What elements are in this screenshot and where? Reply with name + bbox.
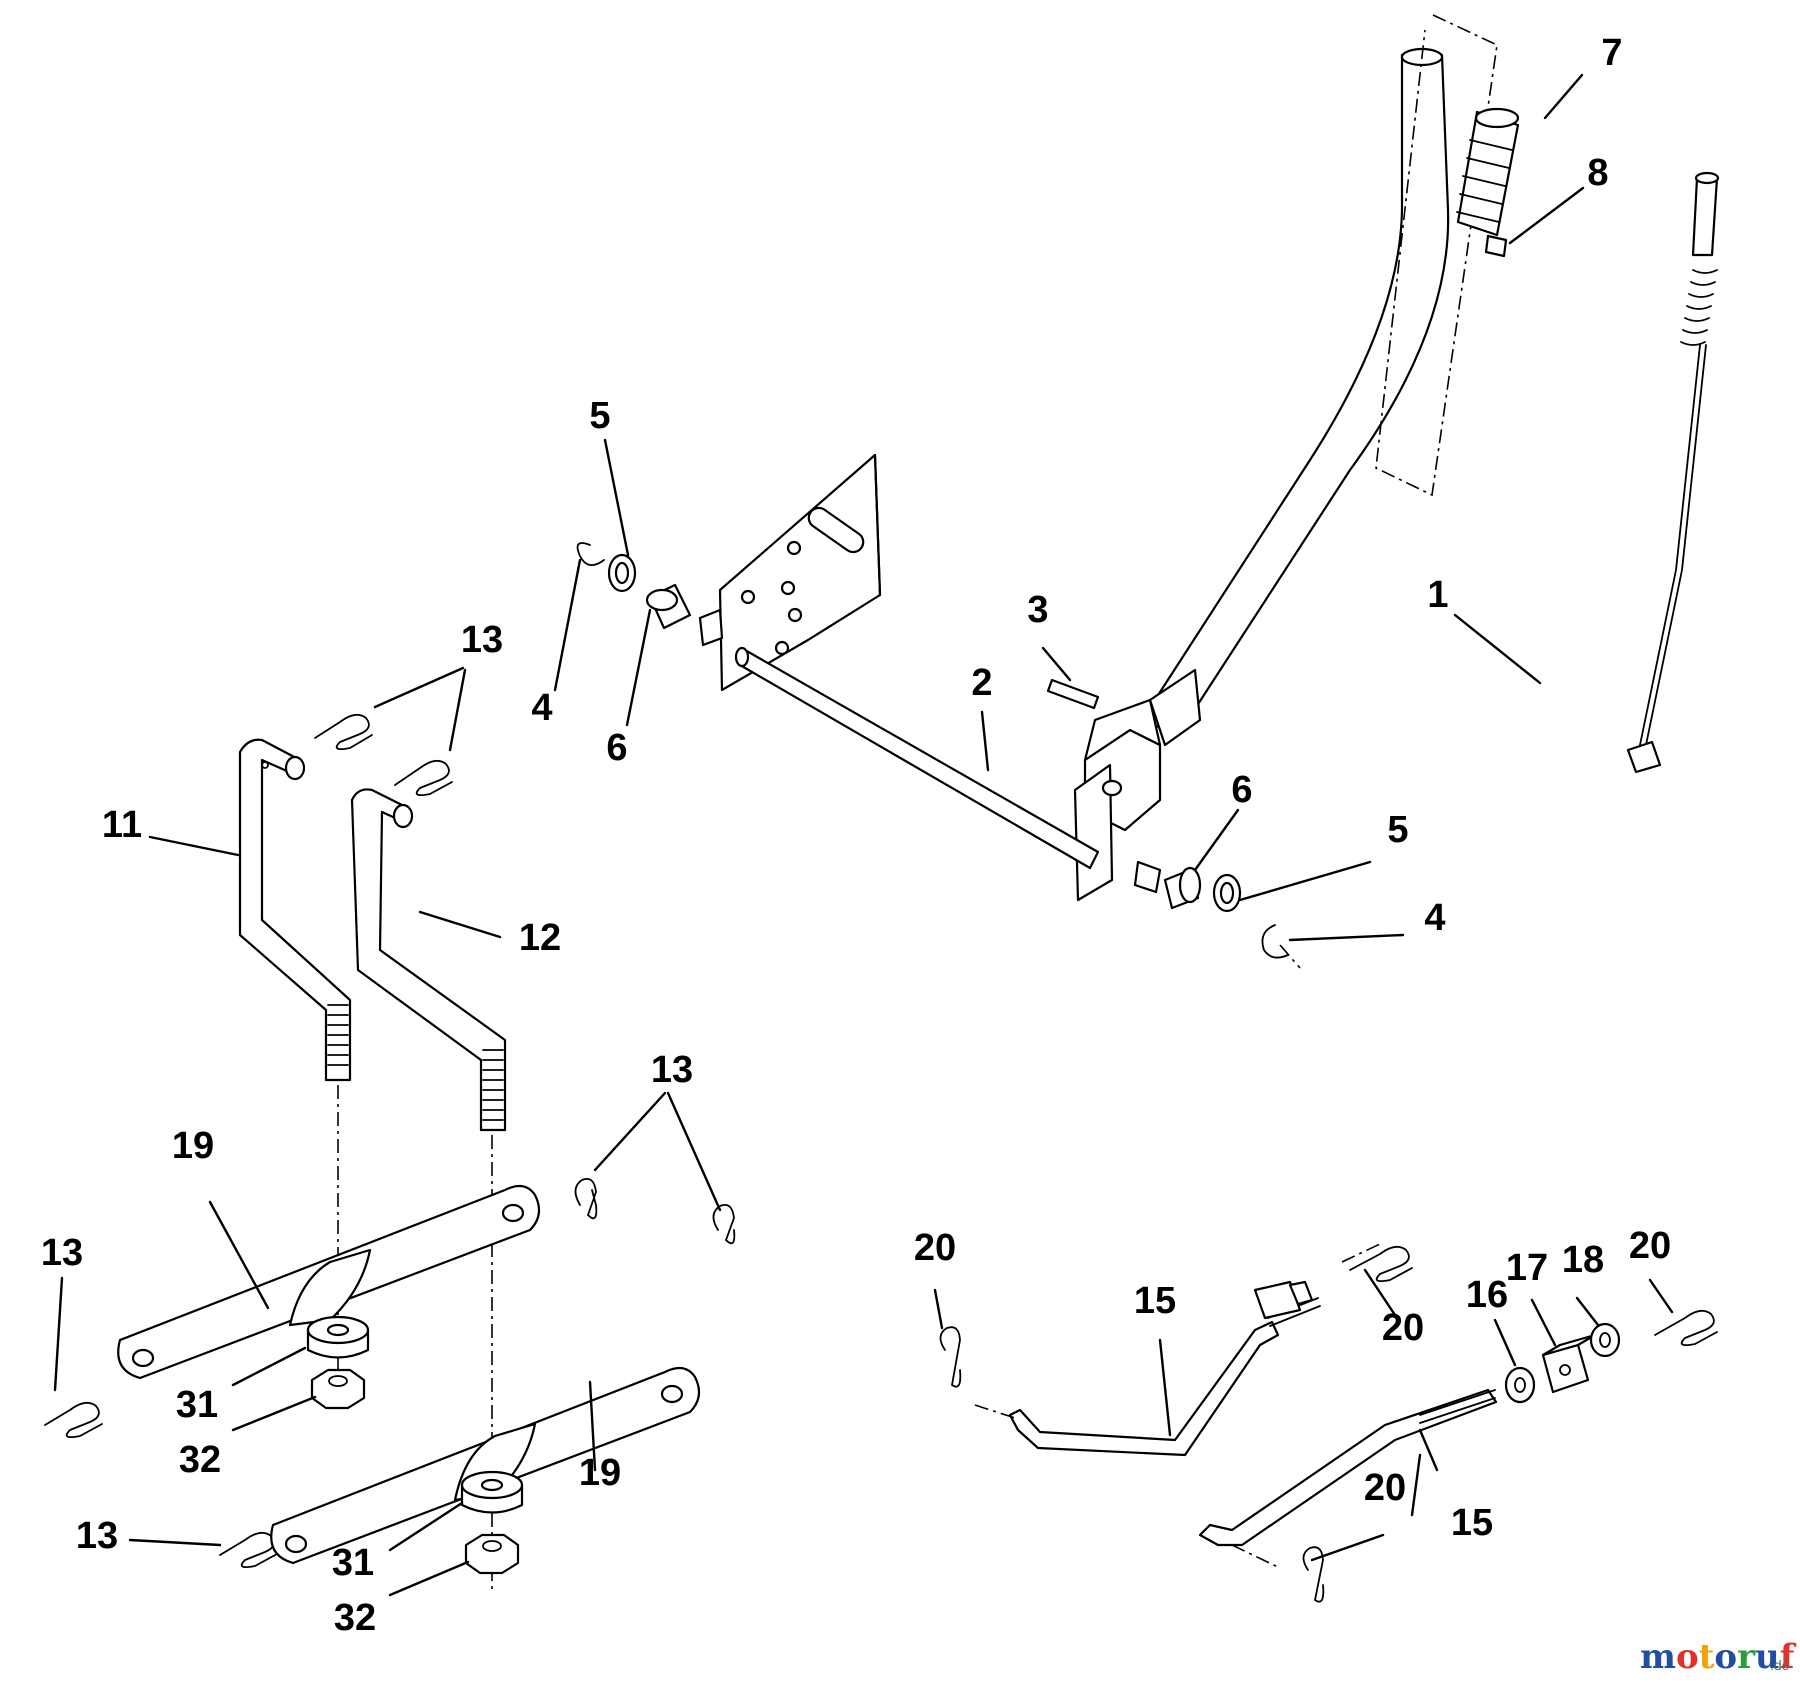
part-18-nut [1589, 1322, 1621, 1358]
callout-4-left: 4 [531, 687, 552, 729]
lift-lever [1073, 47, 1450, 902]
part-13-clips [44, 713, 736, 1569]
logo-suffix: .de [1770, 1657, 1790, 1673]
part-19-lift-arms [117, 1184, 701, 1565]
grip-outline [1375, 14, 1498, 497]
callout-6-right: 6 [1231, 769, 1252, 811]
callout-32-lower: 32 [334, 1597, 376, 1639]
part-7-grip [1456, 107, 1520, 237]
callout-20-left: 20 [914, 1227, 956, 1269]
callout-32-upper: 32 [179, 1439, 221, 1481]
callout-4-right: 4 [1424, 897, 1445, 939]
callout-17: 17 [1506, 1247, 1548, 1289]
left-shaft-hardware [576, 542, 692, 630]
right-shaft-hardware [1163, 866, 1301, 969]
callout-5-left: 5 [589, 395, 610, 437]
leader-lines [53, 73, 1674, 1597]
callout-6-left: 6 [606, 727, 627, 769]
callout-16: 16 [1466, 1274, 1508, 1316]
part-1-spring-rod [1626, 171, 1720, 774]
logo-letter: u [1755, 1637, 1780, 1677]
callout-5-right: 5 [1387, 809, 1408, 851]
callout-13-top: 13 [461, 619, 503, 661]
logo-letter: o [1676, 1637, 1699, 1677]
callout-13-left: 13 [41, 1232, 83, 1274]
callout-19-lower: 19 [579, 1452, 621, 1494]
callout-1: 1 [1427, 574, 1448, 616]
callout-2: 2 [971, 662, 992, 704]
callout-20-lower: 20 [1364, 1467, 1406, 1509]
callout-15-lower: 15 [1451, 1502, 1493, 1544]
callouts: 7 8 1 3 2 5 4 6 6 5 4 13 11 12 13 19 13 … [41, 32, 1671, 1639]
logo-letter: r [1737, 1637, 1756, 1677]
callout-20-right: 20 [1629, 1225, 1671, 1267]
logo-letter: o [1714, 1637, 1737, 1677]
callout-31-upper: 31 [176, 1384, 218, 1426]
callout-13-mid: 13 [651, 1049, 693, 1091]
logo-letter: f [1780, 1637, 1797, 1677]
part-32-nuts [310, 1368, 520, 1575]
callout-7: 7 [1601, 32, 1622, 74]
part-8-nut [1484, 234, 1508, 258]
logo-letter: t [1699, 1637, 1715, 1677]
callout-13-bottom: 13 [76, 1515, 118, 1557]
callout-3: 3 [1027, 589, 1048, 631]
callout-15-upper: 15 [1134, 1280, 1176, 1322]
callout-8: 8 [1587, 152, 1608, 194]
logo-letter: m [1640, 1637, 1676, 1677]
part-20-clips [939, 1243, 1718, 1603]
callout-31-lower: 31 [332, 1542, 374, 1584]
callout-20-upper: 20 [1382, 1307, 1424, 1349]
part-2-lift-shaft [698, 453, 1162, 894]
callout-12: 12 [519, 917, 561, 959]
callout-18: 18 [1562, 1239, 1604, 1281]
part-15-rods [974, 1280, 1498, 1569]
callout-19-upper: 19 [172, 1125, 214, 1167]
part-3-pin [1046, 678, 1100, 710]
part-31-bushings [306, 1315, 524, 1514]
part-17-block [1541, 1333, 1597, 1394]
svg-text:motoruf: motoruf [1640, 1637, 1797, 1677]
part-16-nut [1504, 1366, 1536, 1404]
callout-11: 11 [102, 804, 142, 846]
motoruf-logo: motoruf .de [1640, 1637, 1797, 1677]
